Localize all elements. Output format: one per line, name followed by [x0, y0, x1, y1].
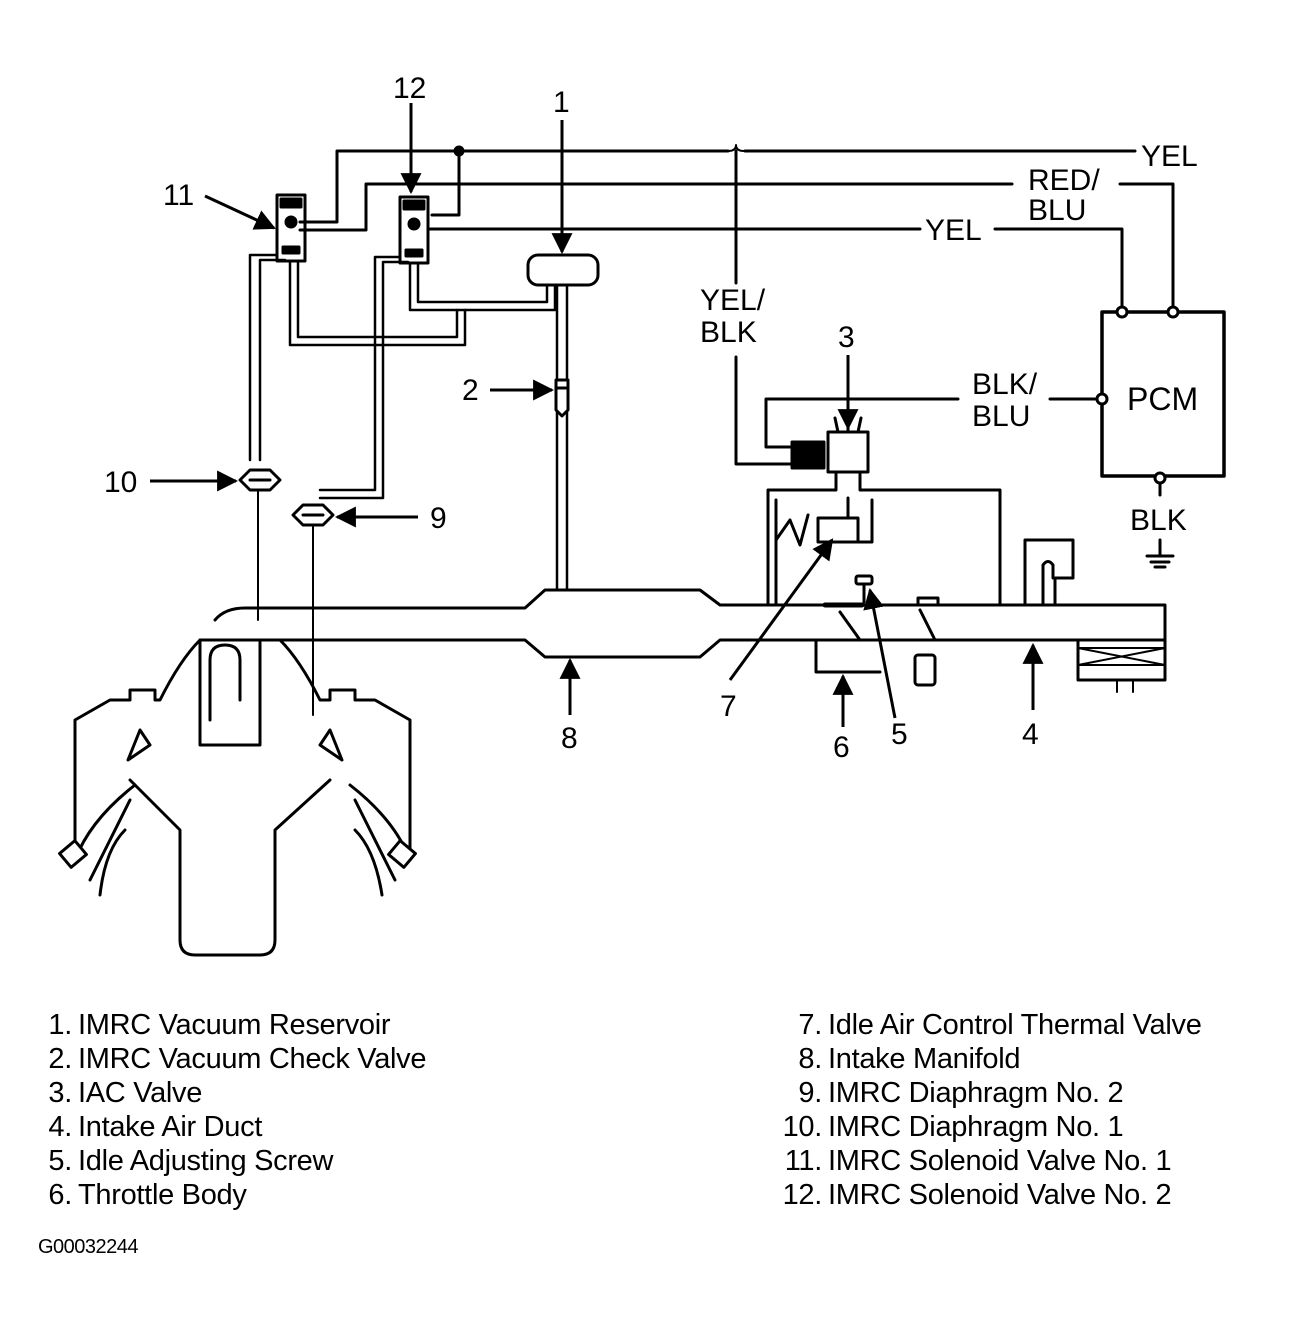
- callout-arrow-7: [728, 538, 834, 681]
- wire-yel-top: [298, 149, 1137, 224]
- legend-number: 9.: [798, 1077, 822, 1109]
- iac-valve: [766, 416, 1002, 607]
- callout-1: 1: [553, 86, 570, 119]
- imrc-vacuum-check-valve: [554, 378, 570, 418]
- wiring-harness: [298, 144, 1175, 569]
- pcm-terminal: [1153, 471, 1167, 485]
- imrc-vacuum-reservoir: [526, 253, 600, 287]
- wire-blk-blu: [764, 397, 1102, 449]
- legend-number: 1.: [48, 1009, 72, 1041]
- legend-number: 11.: [784, 1145, 823, 1177]
- wire-label-blk-blu-line2: BLU: [972, 400, 1030, 433]
- legend-text: IMRC Vacuum Check Valve: [78, 1043, 427, 1075]
- imrc-solenoid-valve-1: [275, 193, 307, 263]
- pcm-module: [1095, 305, 1226, 485]
- callout-2: 2: [462, 374, 479, 407]
- wire-label-red-blu-line2: BLU: [1028, 194, 1086, 227]
- legend-number: 3.: [48, 1077, 72, 1109]
- callout-12: 12: [393, 72, 426, 105]
- vacuum-hoses: [248, 253, 569, 592]
- legend-item: 2.IMRC Vacuum Check Valve: [38, 1042, 426, 1076]
- callout-11: 11: [163, 179, 194, 212]
- wire-label-yel-top: YEL: [1141, 140, 1198, 173]
- legend-text: IMRC Solenoid Valve No. 2: [828, 1179, 1172, 1211]
- callout-arrow-5: [863, 587, 897, 719]
- legend-item: 7.Idle Air Control Thermal Valve: [770, 1008, 1202, 1042]
- idle-air-control-thermal-valve: [774, 496, 874, 607]
- imrc-diaphragm-2: [291, 503, 335, 527]
- legend-left-column: 1.IMRC Vacuum Reservoir 2.IMRC Vacuum Ch…: [38, 1008, 426, 1212]
- legend-text: Throttle Body: [78, 1179, 247, 1211]
- legend-number: 6.: [48, 1179, 72, 1211]
- legend-text: Idle Air Control Thermal Valve: [828, 1009, 1202, 1041]
- callout-4: 4: [1022, 718, 1039, 751]
- callout-6: 6: [833, 731, 850, 764]
- callout-arrow-11: [204, 194, 276, 230]
- splice-node: [453, 145, 465, 157]
- legend-text: IMRC Vacuum Reservoir: [78, 1009, 391, 1041]
- pcm-label: PCM: [1127, 381, 1198, 417]
- vacuum-wiring-diagram: 1 2 3 4 5 6 7 8 9 10 11 12 YEL RED/ BLU …: [58, 72, 1226, 957]
- legend-text: Intake Air Duct: [78, 1111, 263, 1143]
- wire-yel-mid: [428, 227, 1124, 312]
- pcm-terminal: [1095, 392, 1109, 406]
- imrc-diaphragm-1: [238, 468, 282, 492]
- pcm-terminal: [1115, 305, 1129, 319]
- legend-text: IAC Valve: [78, 1077, 203, 1109]
- legend-text: IMRC Diaphragm No. 2: [828, 1077, 1124, 1109]
- callout-3: 3: [838, 321, 855, 354]
- intake-air-duct: [1077, 647, 1166, 693]
- wire-yel-blk: [734, 149, 792, 466]
- ground-icon: [1145, 554, 1175, 569]
- pcv-fitting: [1023, 538, 1075, 607]
- legend-item: 6.Throttle Body: [38, 1178, 426, 1212]
- callout-7: 7: [720, 690, 737, 723]
- wire-red-blu: [298, 182, 1175, 312]
- engine-block: [58, 638, 417, 957]
- legend-text: IMRC Solenoid Valve No. 1: [828, 1145, 1172, 1177]
- legend-item: 5.Idle Adjusting Screw: [38, 1144, 426, 1178]
- throttle-body: [814, 596, 940, 687]
- wire-label-yel-mid: YEL: [925, 214, 982, 247]
- idle-adjusting-screw: [854, 574, 874, 604]
- wire-splice: [430, 149, 461, 217]
- legend-number: 12.: [782, 1179, 823, 1211]
- legend-item: 12.IMRC Solenoid Valve No. 2: [770, 1178, 1202, 1212]
- wire-label-yel-blk-line2: BLK: [700, 316, 757, 349]
- legend-number: 10.: [782, 1111, 823, 1143]
- pcm-terminal: [1166, 305, 1180, 319]
- wire-label-yel-blk-line1: YEL/: [700, 284, 766, 317]
- legend-number: 8.: [798, 1043, 822, 1075]
- legend-item: 11.IMRC Solenoid Valve No. 1: [770, 1144, 1202, 1178]
- legend-text: Idle Adjusting Screw: [78, 1145, 334, 1177]
- callout-9: 9: [430, 502, 447, 535]
- legend-number: 4.: [48, 1111, 72, 1143]
- legend-item: 10.IMRC Diaphragm No. 1: [770, 1110, 1202, 1144]
- wire-label-blk-blu-line1: BLK/: [972, 368, 1038, 401]
- intake-manifold: [198, 588, 1167, 682]
- legend-item: 4.Intake Air Duct: [38, 1110, 426, 1144]
- callout-8: 8: [561, 722, 578, 755]
- legend-text: IMRC Diaphragm No. 1: [828, 1111, 1124, 1143]
- diaphragm-rod: [257, 489, 314, 716]
- legend-number: 5.: [48, 1145, 72, 1177]
- legend-text: Intake Manifold: [828, 1043, 1021, 1075]
- figure-id: G00032244: [38, 1236, 139, 1258]
- wire-yel-top-arc: [727, 144, 745, 152]
- callout-10: 10: [104, 466, 137, 499]
- legend-number: 7.: [798, 1009, 822, 1041]
- legend-right-column: 7.Idle Air Control Thermal Valve 8.Intak…: [770, 1008, 1202, 1212]
- legend-number: 2.: [48, 1043, 72, 1075]
- wire-label-blk-ground: BLK: [1130, 504, 1187, 537]
- legend-item: 3.IAC Valve: [38, 1076, 426, 1110]
- legend-item: 8.Intake Manifold: [770, 1042, 1202, 1076]
- callout-5: 5: [891, 718, 908, 751]
- imrc-solenoid-valve-2: [398, 195, 430, 265]
- wire-label-red-blu-line1: RED/: [1028, 164, 1100, 197]
- legend-item: 1.IMRC Vacuum Reservoir: [38, 1008, 426, 1042]
- legend-item: 9.IMRC Diaphragm No. 2: [770, 1076, 1202, 1110]
